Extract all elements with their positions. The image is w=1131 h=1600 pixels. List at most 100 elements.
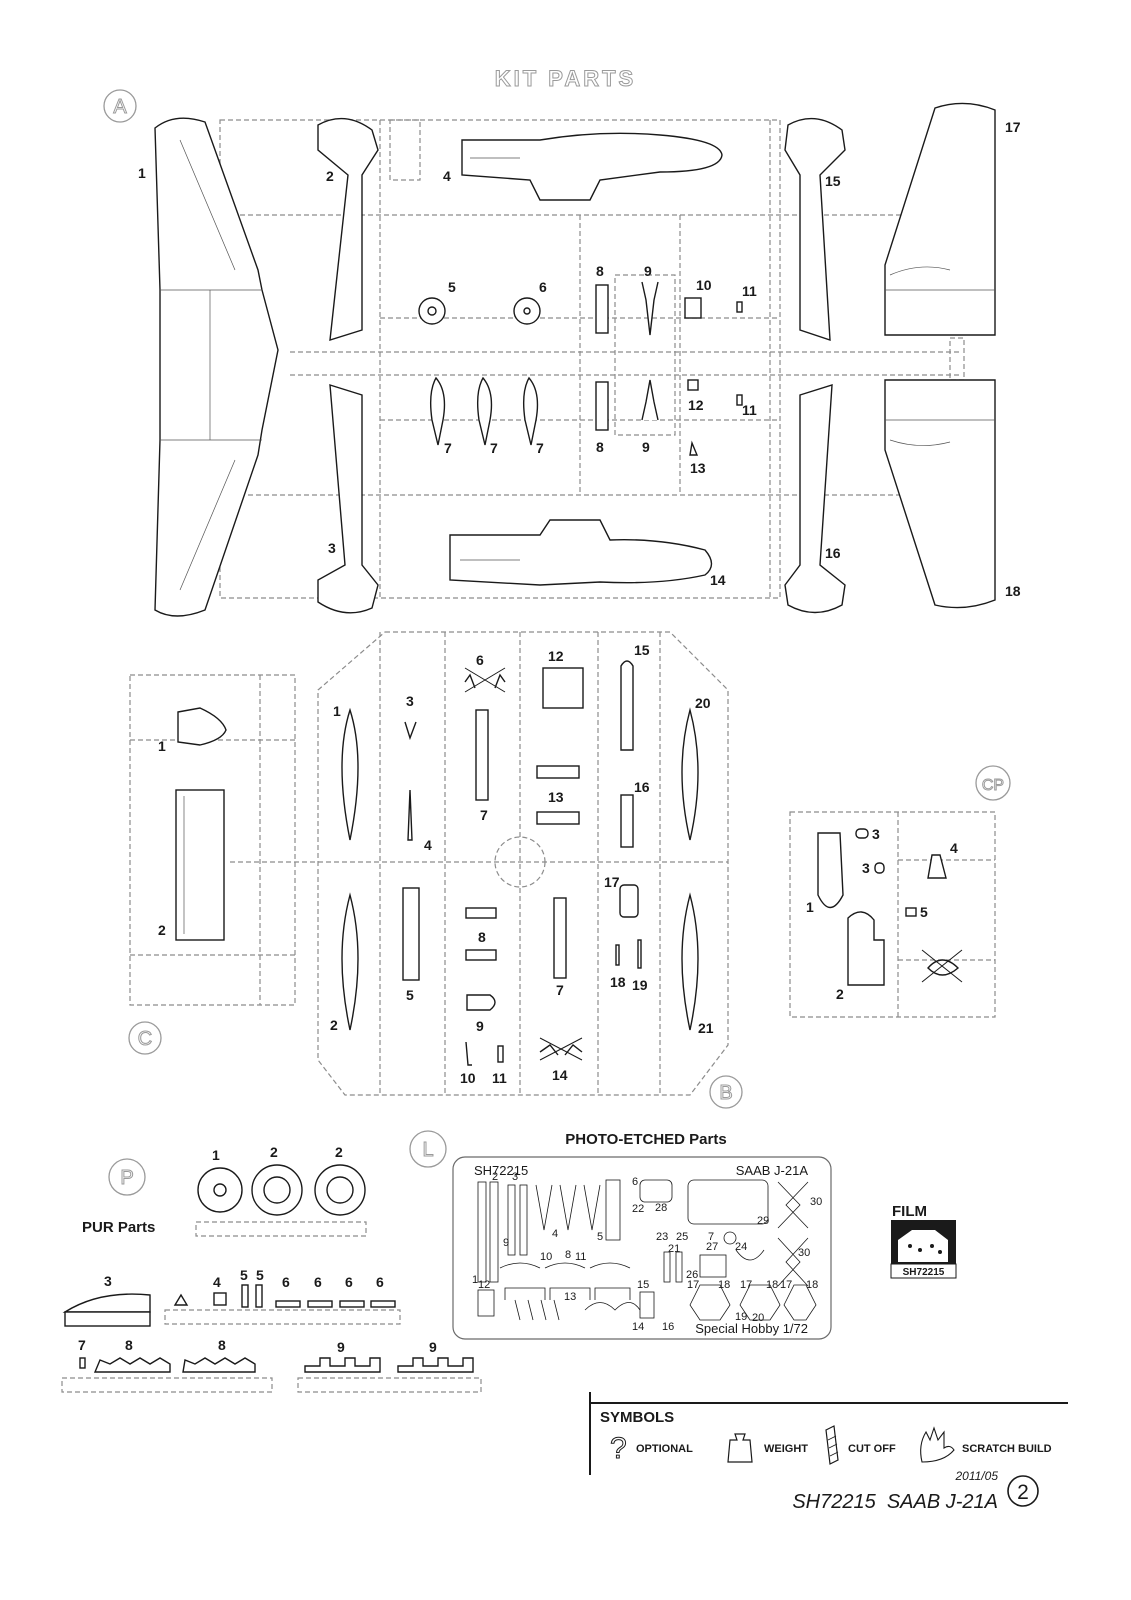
- part-b16: [620, 794, 634, 848]
- part-a1-lower-wing: [154, 117, 279, 617]
- part-b19: [637, 939, 642, 969]
- label-p6: 6: [282, 1274, 290, 1290]
- badge-c: [128, 1021, 162, 1055]
- part-p6: [370, 1300, 396, 1308]
- part-b7: [475, 709, 489, 801]
- pe-part-number: 17: [740, 1279, 752, 1291]
- label-b11: 11: [492, 1070, 507, 1086]
- label-b3: 3: [406, 693, 414, 709]
- label-p7: 7: [78, 1337, 86, 1353]
- sprue-a: A 1 2 3 4 5: [103, 89, 1021, 617]
- part-b6: [464, 673, 476, 689]
- part-c1-canopy: [177, 707, 227, 746]
- part-a7-blade: [476, 376, 493, 446]
- label-cp3: 3: [872, 826, 880, 842]
- symbol-scratch-build-label: SCRATCH BUILD: [962, 1443, 1052, 1455]
- page-number: 2: [1017, 1481, 1029, 1504]
- part-cp1: [817, 832, 844, 909]
- badge-p-label: P: [120, 1167, 133, 1189]
- pe-fret-code: SH72215: [474, 1163, 528, 1178]
- pe-part-number: 26: [686, 1269, 698, 1281]
- pe-part-number: 16: [662, 1321, 674, 1333]
- pur-parts: P PUR Parts 1 2 2 3 4 5 5 6 6 6 6 7 8: [61, 1144, 482, 1393]
- pe-part-number: 7: [708, 1231, 714, 1243]
- part-a7-blade: [522, 376, 539, 446]
- part-a15-tail-boom: [784, 117, 846, 341]
- badge-cp-label: CP: [982, 777, 1004, 794]
- label-cp1: 1: [806, 899, 814, 915]
- label-p3: 3: [104, 1273, 112, 1289]
- label-b15: 15: [634, 642, 650, 658]
- label-a7: 7: [536, 440, 544, 456]
- label-b7: 7: [480, 807, 488, 823]
- label-a9: 9: [644, 263, 652, 279]
- label-p6: 6: [376, 1274, 384, 1290]
- label-a1: 1: [138, 165, 146, 181]
- part-a11: [736, 394, 743, 406]
- film-heading: FILM: [892, 1203, 927, 1220]
- part-p8: [93, 1357, 171, 1373]
- page-number-badge: [1007, 1475, 1039, 1507]
- label-b17: 17: [604, 874, 620, 890]
- page-title: KIT PARTS: [494, 66, 637, 92]
- sprue-b: 1 2 20 21 3 4 5 6 7 7 8 9 10 11: [230, 631, 743, 1109]
- part-a13: [689, 440, 699, 456]
- part-b17: [619, 884, 639, 918]
- label-cp5: 5: [920, 904, 928, 920]
- label-p8: 8: [218, 1337, 226, 1353]
- symbol-weight-label: WEIGHT: [764, 1443, 808, 1455]
- label-cp3: 3: [862, 860, 870, 876]
- label-p9: 9: [337, 1339, 345, 1355]
- label-p1: 1: [212, 1147, 220, 1163]
- pe-part-number: 30: [798, 1247, 810, 1259]
- pe-part-number: 18: [766, 1279, 778, 1291]
- part-a9: [641, 281, 659, 336]
- part-a12: [687, 379, 699, 391]
- pe-part-number: 21: [668, 1243, 680, 1255]
- part-p9: [304, 1357, 381, 1373]
- pe-part-number: 15: [637, 1279, 649, 1291]
- badge-c-label: C: [138, 1028, 152, 1050]
- part-p6: [307, 1300, 333, 1308]
- part-a4-fuselage: [461, 132, 723, 201]
- label-a10: 10: [696, 277, 712, 293]
- part-b11: [497, 1045, 504, 1063]
- label-c2: 2: [158, 922, 166, 938]
- pe-part-number: 3: [512, 1171, 518, 1183]
- sprue-cp: CP 1 2 3 3 4 5: [789, 765, 1011, 1018]
- label-b6: 6: [476, 652, 484, 668]
- part-p6: [275, 1300, 301, 1308]
- part-cp-crossed: [927, 959, 960, 976]
- footer-date: 2011/05: [955, 1469, 999, 1483]
- label-a16: 16: [825, 545, 841, 561]
- part-a11: [736, 301, 743, 313]
- part-b7: [553, 897, 567, 979]
- part-b14: [564, 1044, 583, 1056]
- pe-part-number: 11: [575, 1251, 586, 1263]
- label-p9: 9: [429, 1339, 437, 1355]
- badge-cp: [975, 765, 1011, 801]
- scratch-build-icon: [920, 1426, 955, 1463]
- badge-p: [108, 1158, 146, 1196]
- part-a18-upper-wing: [884, 379, 996, 609]
- part-a17-upper-wing: [884, 102, 996, 336]
- label-b21: 21: [698, 1020, 714, 1036]
- label-a8: 8: [596, 263, 604, 279]
- part-b15: [620, 660, 634, 751]
- pur-parts-caption: PUR Parts: [82, 1219, 155, 1236]
- label-a13: 13: [690, 460, 706, 476]
- photo-etched-parts: L PHOTO-ETCHED Parts SH72215 SAAB J-21A …: [409, 1130, 832, 1340]
- pe-part-number: 19: [735, 1311, 747, 1323]
- pe-part-number: 25: [676, 1231, 688, 1243]
- part-p6: [339, 1300, 365, 1308]
- part-cp3: [855, 828, 869, 839]
- sprue-c: 1 2 C: [128, 674, 296, 1055]
- question-icon: ?: [610, 1432, 627, 1465]
- part-b5: [402, 887, 420, 981]
- label-p6: 6: [345, 1274, 353, 1290]
- label-b12: 12: [548, 648, 564, 664]
- pe-part-number: 1: [472, 1274, 478, 1286]
- part-b13: [536, 765, 580, 779]
- pe-part-number: 12: [478, 1279, 490, 1291]
